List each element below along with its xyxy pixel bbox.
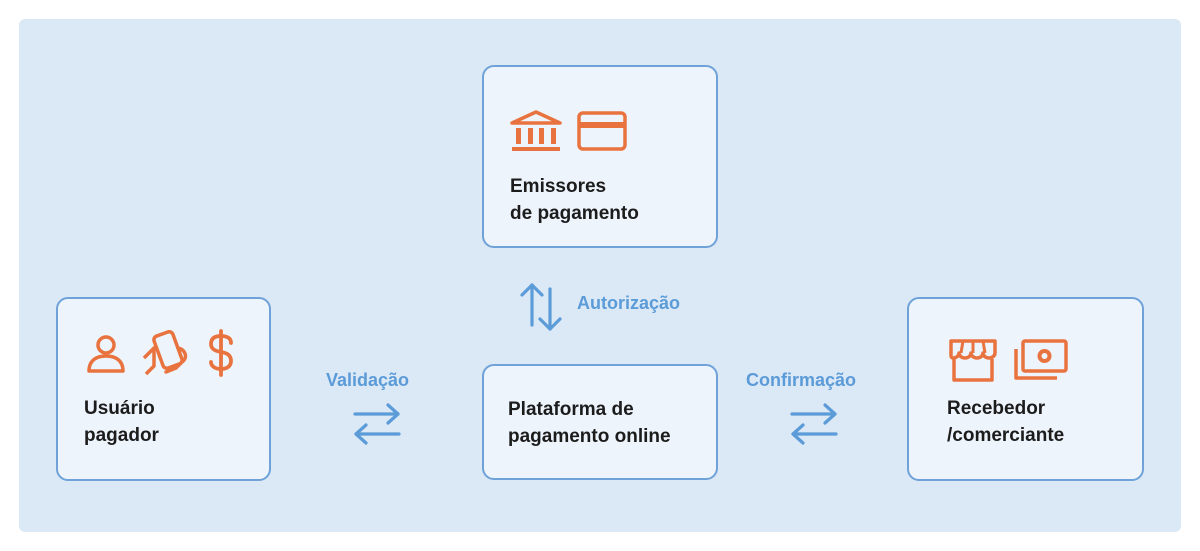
dollar-icon [204, 329, 238, 377]
issuers-label-line1: Emissores [510, 176, 607, 197]
phone-in-hand-icon [140, 330, 192, 376]
right-arrow-icon [790, 403, 837, 425]
left-arrow-icon [791, 423, 838, 445]
payer-box: Usuário pagador [56, 297, 271, 481]
cash-icon [1011, 337, 1069, 383]
up-arrow-icon [520, 283, 544, 327]
merchant-label-line1: Recebedor [947, 398, 1046, 419]
payer-label-line1: Usuário [84, 398, 155, 419]
platform-label-line2: pagamento online [508, 426, 671, 447]
storefront-icon [947, 337, 999, 383]
merchant-box: Recebedor /comerciante [907, 297, 1144, 481]
validation-label: Validação [326, 370, 410, 390]
merchant-label-line2: /comerciante [947, 425, 1065, 446]
confirmation-arrows [789, 402, 839, 446]
bank-icon [510, 109, 562, 153]
right-arrow-icon [353, 403, 400, 425]
left-arrow-icon [354, 423, 401, 445]
platform-box: Plataforma de pagamento online [482, 364, 718, 480]
payer-label-line2: pagador [84, 425, 159, 446]
authorization-arrows [518, 282, 566, 332]
platform-label-line1: Plataforma de [508, 399, 634, 420]
validation-arrows [352, 402, 402, 446]
down-arrow-icon [538, 287, 562, 331]
confirmation-label: Confirmação [746, 370, 857, 390]
credit-card-icon [576, 109, 628, 153]
issuers-box: Emissores de pagamento [482, 65, 718, 248]
person-icon [84, 331, 128, 375]
authorization-label: Autorização [577, 293, 681, 313]
issuers-label-line2: de pagamento [510, 203, 639, 224]
